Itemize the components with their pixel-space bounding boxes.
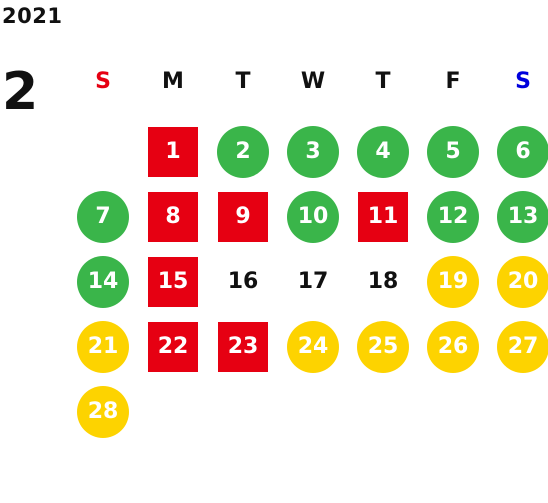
calendar-day-17: 17	[297, 269, 329, 294]
calendar-day-10: 10	[287, 190, 339, 243]
calendar-day-5: 5	[427, 125, 479, 178]
calendar-day-cell[interactable]: 17	[278, 249, 348, 314]
month-number: 2	[2, 62, 39, 122]
calendar-day-cell[interactable]: 6	[488, 119, 548, 184]
calendar-day-cell[interactable]: 20	[488, 249, 548, 314]
calendar-day-cell[interactable]: 23	[208, 314, 278, 379]
calendar-day-cell[interactable]: 28	[68, 379, 138, 444]
calendar-day-8: 8	[148, 191, 198, 242]
calendar-day-cell[interactable]: 2	[208, 119, 278, 184]
calendar-day-1: 1	[148, 126, 198, 177]
calendar-day-cell[interactable]: 1	[138, 119, 208, 184]
calendar-day-cell[interactable]: 4	[348, 119, 418, 184]
calendar-day-cell[interactable]: 25	[348, 314, 418, 379]
calendar-day-7: 7	[77, 190, 129, 243]
calendar-day-12: 12	[427, 190, 479, 243]
weekday-label: W	[300, 69, 326, 94]
calendar-day-cell[interactable]: 14	[68, 249, 138, 314]
weekday-label: T	[235, 69, 251, 94]
calendar-day-6: 6	[497, 125, 548, 178]
calendar-day-4: 4	[357, 125, 409, 178]
calendar-day-cell[interactable]: 18	[348, 249, 418, 314]
calendar-day-cell[interactable]: 12	[418, 184, 488, 249]
calendar-day-16: 16	[227, 269, 259, 294]
calendar-day-cell[interactable]: 13	[488, 184, 548, 249]
weekday-label: F	[445, 69, 461, 94]
calendar-day-27: 27	[497, 320, 548, 373]
calendar-day-2: 2	[217, 125, 269, 178]
calendar-day-cell[interactable]: 9	[208, 184, 278, 249]
calendar-day-21: 21	[77, 320, 129, 373]
calendar-day-20: 20	[497, 255, 548, 308]
weekday-label: S	[515, 69, 531, 94]
calendar-day-15: 15	[148, 256, 198, 307]
calendar-day-cell[interactable]: 8	[138, 184, 208, 249]
calendar-day-cell[interactable]: 11	[348, 184, 418, 249]
calendar-day-cell[interactable]: 27	[488, 314, 548, 379]
calendar-day-24: 24	[287, 320, 339, 373]
calendar-day-cell[interactable]: 7	[68, 184, 138, 249]
calendar-day-cell[interactable]: 15	[138, 249, 208, 314]
calendar-day-26: 26	[427, 320, 479, 373]
calendar-day-22: 22	[148, 321, 198, 372]
calendar-day-cell[interactable]: 3	[278, 119, 348, 184]
calendar-day-cell[interactable]: 5	[418, 119, 488, 184]
calendar-day-19: 19	[427, 255, 479, 308]
weekday-label: T	[375, 69, 391, 94]
calendar-day-cell[interactable]: 24	[278, 314, 348, 379]
calendar-day-cell[interactable]: 22	[138, 314, 208, 379]
calendar-day-13: 13	[497, 190, 548, 243]
calendar-day-9: 9	[218, 191, 268, 242]
weekday-label: S	[95, 69, 111, 94]
calendar-day-14: 14	[77, 255, 129, 308]
calendar-day-cell[interactable]: 19	[418, 249, 488, 314]
weekday-label: M	[162, 69, 184, 94]
calendar-day-18: 18	[367, 269, 399, 294]
calendar-day-cell[interactable]: 26	[418, 314, 488, 379]
calendar-day-23: 23	[218, 321, 268, 372]
calendar-day-28: 28	[77, 385, 129, 438]
calendar-day-25: 25	[357, 320, 409, 373]
calendar-day-cell[interactable]: 16	[208, 249, 278, 314]
calendar-day-3: 3	[287, 125, 339, 178]
calendar-day-cell[interactable]: 10	[278, 184, 348, 249]
calendar-day-cell[interactable]: 21	[68, 314, 138, 379]
calendar-day-11: 11	[358, 191, 408, 242]
year-label: 2021	[2, 4, 63, 28]
